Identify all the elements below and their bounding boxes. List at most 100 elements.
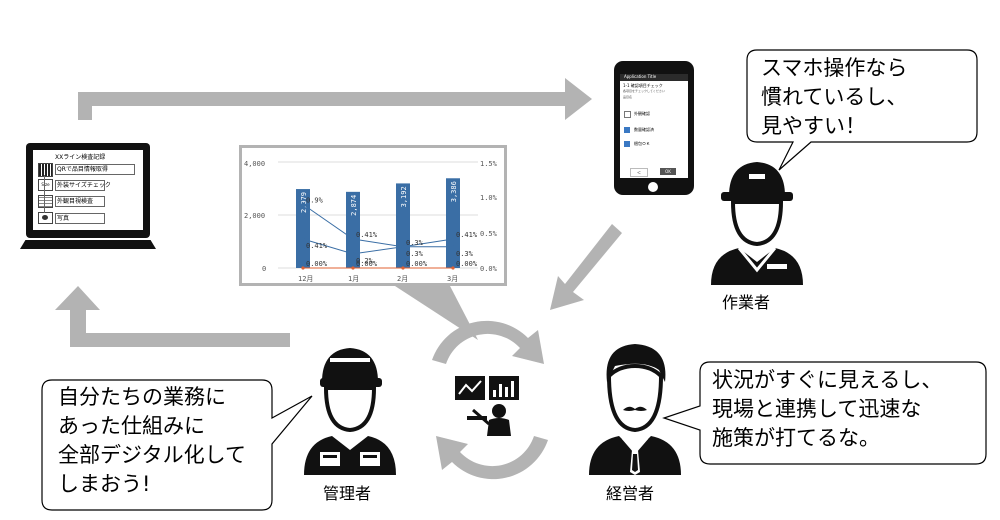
checkbox-unchecked-icon[interactable]	[624, 111, 631, 118]
role-label-executive: 経営者	[606, 484, 655, 503]
camera-icon	[38, 212, 53, 224]
phone-header-line: 品目名	[623, 95, 633, 99]
laptop-row[interactable]: 写真	[38, 212, 138, 225]
laptop-row[interactable]: 外観目視検査	[38, 195, 138, 208]
laptop-screen: XXライン検査記録 QRで品目情報取得 Size 外装サイズチェック 外観目視検…	[33, 150, 143, 230]
bar-data-label: 2,979	[300, 192, 308, 213]
cycle-arrow-top	[432, 320, 544, 364]
dashboard-monitoring-icon	[455, 376, 519, 436]
role-label-manager: 管理者	[323, 484, 372, 503]
phone-app-bar: Application Title	[620, 74, 688, 81]
phone-check-item[interactable]: 梱包ＯＫ	[624, 140, 684, 148]
y-tick: 4,000	[244, 160, 265, 168]
speech-bubble-manager	[41, 379, 313, 511]
line-data-label: 0.41%	[306, 242, 328, 250]
chart-bar	[446, 178, 460, 268]
line-data-label: 0.9%	[306, 196, 324, 204]
chart-line	[302, 203, 454, 248]
speech-text-manager: 自分たちの業務に あった仕組みに 全部デジタル化して しまおう!	[58, 385, 246, 496]
chart-point	[301, 237, 305, 241]
laptop-row[interactable]: QRで品目情報取得	[38, 163, 138, 177]
chart-point	[301, 266, 305, 270]
bar-data-label: 3,192	[400, 186, 408, 207]
laptop-row-label: 写真	[57, 215, 70, 222]
chart-bar	[296, 189, 310, 268]
y2-tick: 1.0%	[480, 194, 498, 202]
line-data-label: 0.2%	[356, 257, 374, 265]
y-tick: 2,000	[244, 212, 265, 220]
laptop-base	[20, 240, 156, 249]
manager-person-icon	[304, 348, 396, 475]
laptop-app-title: XXライン検査記録	[55, 154, 106, 161]
chart-point	[351, 237, 355, 241]
size-input-icon: Size	[38, 179, 53, 191]
checkbox-checked-icon[interactable]	[624, 141, 630, 147]
y-tick: 0	[262, 265, 266, 273]
speech-bubble-worker	[746, 49, 978, 171]
chart-panel: 4,000 2,000 0 1.5% 1.0% 0.5% 0.0% 12月 1月…	[239, 145, 507, 286]
chart-point	[351, 266, 355, 270]
arrow-laptop-to-phone	[78, 78, 592, 120]
chart-point	[301, 202, 305, 206]
laptop-row-field	[55, 213, 105, 224]
laptop-row[interactable]: Size 外装サイズチェック	[38, 179, 138, 192]
x-tick: 3月	[447, 275, 458, 283]
chart-point	[451, 245, 455, 249]
chart-point	[451, 266, 455, 270]
phone-back-button[interactable]: ＜	[630, 168, 648, 177]
y2-tick: 1.5%	[480, 160, 498, 168]
speech-text-worker: スマホ操作なら 慣れているし、 見やすい！	[761, 56, 908, 138]
laptop-row-label: 外装サイズチェック	[57, 182, 111, 189]
y2-tick: 0.5%	[480, 230, 498, 238]
checkbox-checked-icon[interactable]	[624, 127, 630, 133]
phone-check-label: 外観確認	[634, 111, 650, 116]
line-data-label: 0.3%	[406, 250, 424, 258]
chart-callout-pointer	[395, 286, 478, 340]
row-connector	[44, 175, 45, 213]
bar-data-label: 2,874	[350, 195, 358, 216]
chart-point	[351, 252, 355, 256]
phone-screen: Application Title 1-1 確認項目チェック 各項目をチェックし…	[620, 74, 688, 178]
qr-code-icon	[38, 163, 53, 177]
line-data-label: 0.00%	[306, 260, 328, 268]
executive-person-icon	[589, 344, 681, 475]
phone-check-item[interactable]: 外観確認	[624, 110, 684, 118]
x-tick: 12月	[298, 275, 313, 283]
x-tick: 1月	[348, 275, 359, 283]
worker-person-icon	[711, 162, 803, 285]
chart-line	[302, 238, 453, 255]
chart-point	[401, 245, 405, 249]
phone-home-button[interactable]	[648, 182, 658, 192]
phone-ok-button[interactable]: OK	[660, 168, 676, 175]
line-data-label: 0.00%	[356, 260, 378, 268]
y2-tick: 0.0%	[480, 265, 498, 273]
phone-app-title: Application Title	[624, 74, 657, 79]
line-data-label: 0.00%	[406, 260, 428, 268]
phone-header-line: 各項目をチェックしてください	[623, 89, 665, 93]
chart: 4,000 2,000 0 1.5% 1.0% 0.5% 0.0% 12月 1月…	[244, 160, 498, 283]
phone-check-item[interactable]: 数量確認済	[624, 126, 684, 134]
laptop: XXライン検査記録 QRで品目情報取得 Size 外装サイズチェック 外観目視検…	[20, 143, 165, 283]
laptop-row-label: QRで品目情報取得	[57, 166, 108, 173]
laptop-row-label: 外観目視検査	[57, 198, 94, 205]
checklist-icon	[38, 195, 53, 208]
line-data-label: 0.00%	[456, 260, 478, 268]
arrow-manager-to-laptop	[55, 286, 290, 347]
chart-point	[451, 237, 455, 241]
line-data-label: 0.41%	[456, 231, 478, 239]
phone-check-label: 数量確認済	[634, 127, 654, 132]
phone-header-line: 1-1 確認項目チェック	[623, 83, 663, 88]
role-label-worker: 作業者	[722, 293, 771, 312]
line-data-label: 0.41%	[356, 231, 378, 239]
speech-text-executive: 状況がすぐに見えるし、 現場と連携して迅速な 施策が打てるな。	[712, 368, 943, 450]
x-tick: 2月	[397, 275, 408, 283]
line-data-label: 0.3%	[406, 239, 424, 247]
phone-check-label: 梱包ＯＫ	[634, 141, 650, 146]
laptop-row-field	[55, 196, 105, 207]
speech-bubble-executive	[662, 361, 987, 465]
cycle-arrow-bottom	[436, 436, 548, 480]
chart-bar	[346, 191, 360, 268]
bar-data-label: 3,386	[450, 181, 458, 202]
line-data-label: 0.3%	[456, 250, 474, 258]
